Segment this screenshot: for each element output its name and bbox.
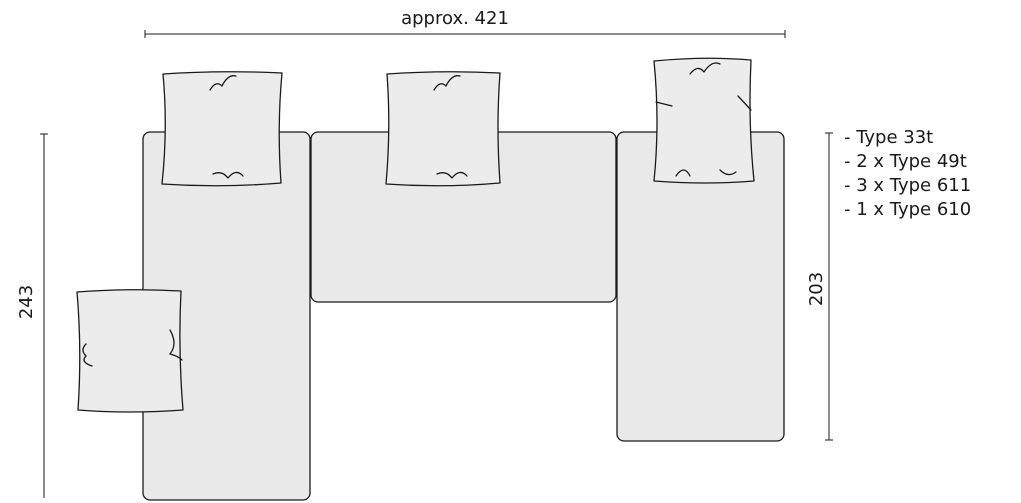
component-list-item: - 1 x Type 610 xyxy=(844,199,972,220)
cushions xyxy=(76,57,755,413)
component-list-item: - Type 33t xyxy=(844,127,934,148)
right-height-label: 203 xyxy=(806,272,827,306)
width-dimension-label: approx. 421 xyxy=(401,8,509,29)
left-height-dimension: 243 xyxy=(16,133,48,498)
component-list-item: - 2 x Type 49t xyxy=(844,151,967,172)
cushion-top-left xyxy=(161,71,283,187)
cushion-top-center xyxy=(385,71,501,187)
left-height-label: 243 xyxy=(16,285,37,319)
right-height-dimension: 203 xyxy=(806,132,833,441)
component-list: - Type 33t - 2 x Type 49t - 3 x Type 611… xyxy=(844,126,971,222)
cushion-left-side xyxy=(76,289,184,413)
width-dimension: approx. 421 xyxy=(144,8,786,38)
cushion-top-right xyxy=(653,57,755,184)
sofa-modules xyxy=(142,131,785,501)
component-list-item: - 3 x Type 611 xyxy=(844,175,972,196)
